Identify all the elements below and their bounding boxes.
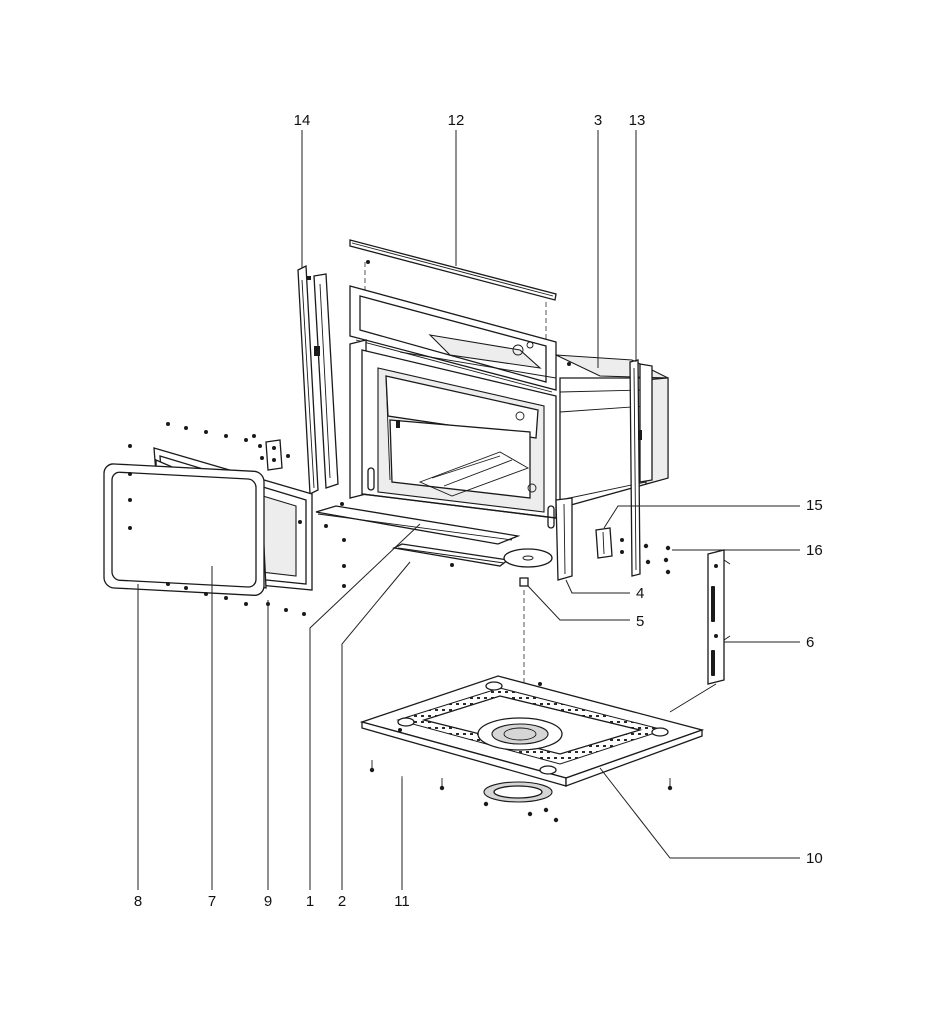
front-sill-part	[315, 505, 521, 545]
label-part-2: 2	[338, 893, 346, 910]
turntable-coupler-part	[503, 548, 553, 722]
label-part-9: 9	[264, 893, 272, 910]
right-hinge-bracket-part	[595, 527, 624, 559]
part-labels: 14 12 3 13 15 16 4 5 6 10 8 7 9 1 2 11	[134, 112, 823, 910]
base-screw-set	[369, 760, 673, 823]
door-latch-slider-part	[707, 549, 731, 685]
top-cover-strip-part	[349, 239, 557, 345]
label-part-11: 11	[394, 893, 410, 910]
label-part-3: 3	[594, 112, 602, 129]
oven-cavity-frame	[349, 285, 557, 529]
label-part-1: 1	[306, 893, 314, 910]
label-part-13: 13	[629, 112, 646, 129]
label-part-5: 5	[636, 613, 644, 630]
label-part-14: 14	[294, 112, 311, 129]
turntable-motor-ring-part	[483, 781, 553, 803]
front-post-part	[555, 497, 573, 581]
bottom-strip-part	[391, 543, 510, 567]
door-screw-set	[128, 422, 346, 616]
screw-set-right	[643, 543, 671, 575]
label-part-15: 15	[806, 497, 823, 514]
left-hinge-rail-part	[258, 264, 339, 496]
label-part-6: 6	[806, 634, 814, 651]
door-outer-panel-part	[103, 463, 265, 596]
base-plate-part	[359, 675, 705, 787]
label-part-4: 4	[636, 585, 644, 602]
label-part-7: 7	[208, 893, 216, 910]
label-part-16: 16	[806, 542, 823, 559]
right-hinge-rail-part	[629, 359, 653, 577]
label-part-12: 12	[448, 112, 465, 129]
leader-lines	[137, 130, 800, 890]
label-part-8: 8	[134, 893, 142, 910]
label-part-10: 10	[806, 850, 823, 867]
